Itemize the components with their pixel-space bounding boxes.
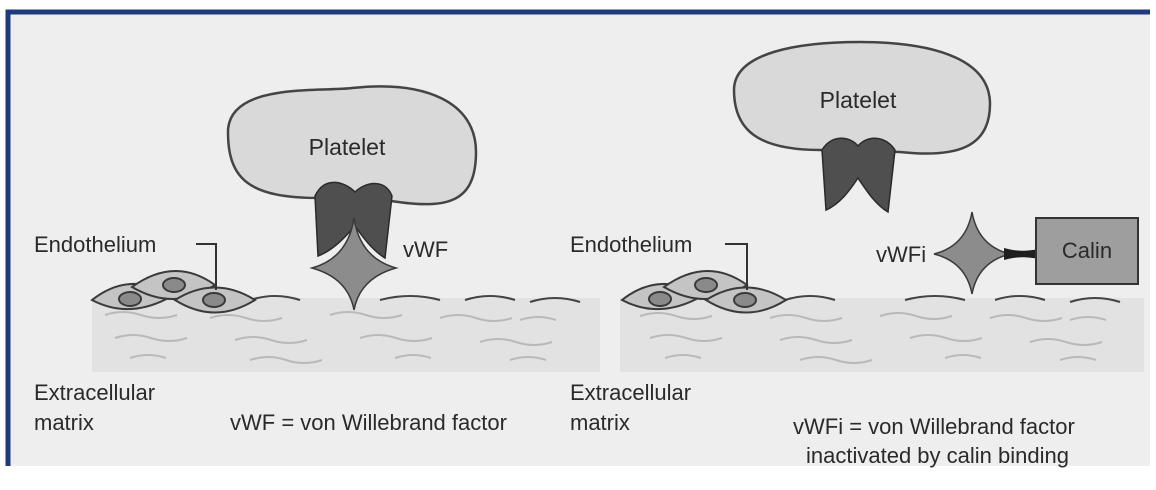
right-matrix-label-line2: matrix	[570, 410, 630, 435]
calin-label: Calin	[1062, 238, 1112, 263]
right-caption-line1: vWFi = von Willebrand factor	[793, 414, 1075, 439]
cell-nucleus	[163, 278, 185, 292]
cell-nucleus	[203, 293, 225, 307]
cell-nucleus	[119, 292, 141, 306]
left-platelet-label: Platelet	[309, 134, 386, 160]
cell-nucleus	[734, 293, 756, 307]
left-matrix-label-line1: Extracellular	[34, 380, 155, 405]
left-matrix-label-line2: matrix	[34, 410, 94, 435]
right-matrix-band	[620, 298, 1144, 372]
left-caption: vWF = von Willebrand factor	[230, 410, 507, 435]
right-caption-line2: inactivated by calin binding	[806, 443, 1069, 468]
left-matrix-band	[92, 298, 600, 372]
right-vwfi-label: vWFi	[876, 242, 926, 267]
left-endothelium-label: Endothelium	[34, 232, 156, 257]
cell-nucleus	[649, 292, 671, 306]
left-vwf-label: vWF	[403, 237, 448, 262]
right-platelet-label: Platelet	[820, 87, 897, 113]
right-endothelium-label: Endothelium	[570, 232, 692, 257]
right-matrix-label-line1: Extracellular	[570, 380, 691, 405]
cell-nucleus	[695, 278, 717, 292]
